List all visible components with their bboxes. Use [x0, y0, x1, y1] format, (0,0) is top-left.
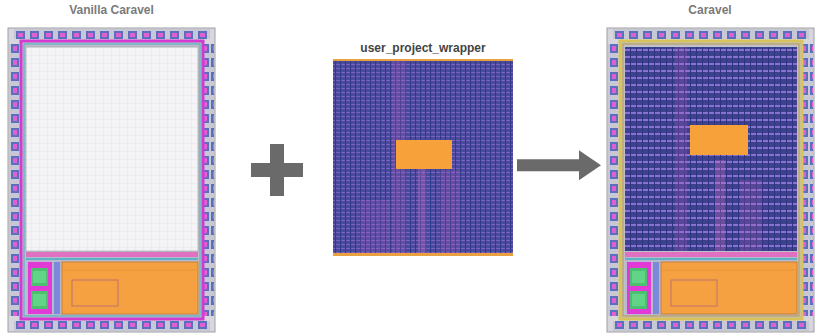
- chip-heading: user_project_wrapper: [331, 40, 515, 56]
- chip-layout-node: user_project_wrapper: [331, 40, 515, 256]
- chip-layout-node: Vanilla Caravel: [6, 2, 217, 334]
- caravel-chip: [607, 28, 814, 332]
- chip-layout-node: Caravel: [605, 2, 815, 334]
- user-project-wrapper-layout: [333, 59, 513, 256]
- plus-sign: [251, 144, 303, 196]
- chip-heading: Vanilla Caravel: [6, 2, 217, 18]
- flow-arrow: [517, 159, 579, 171]
- chip-heading: Caravel: [605, 2, 815, 18]
- vanilla-caravel-chip: [8, 28, 215, 332]
